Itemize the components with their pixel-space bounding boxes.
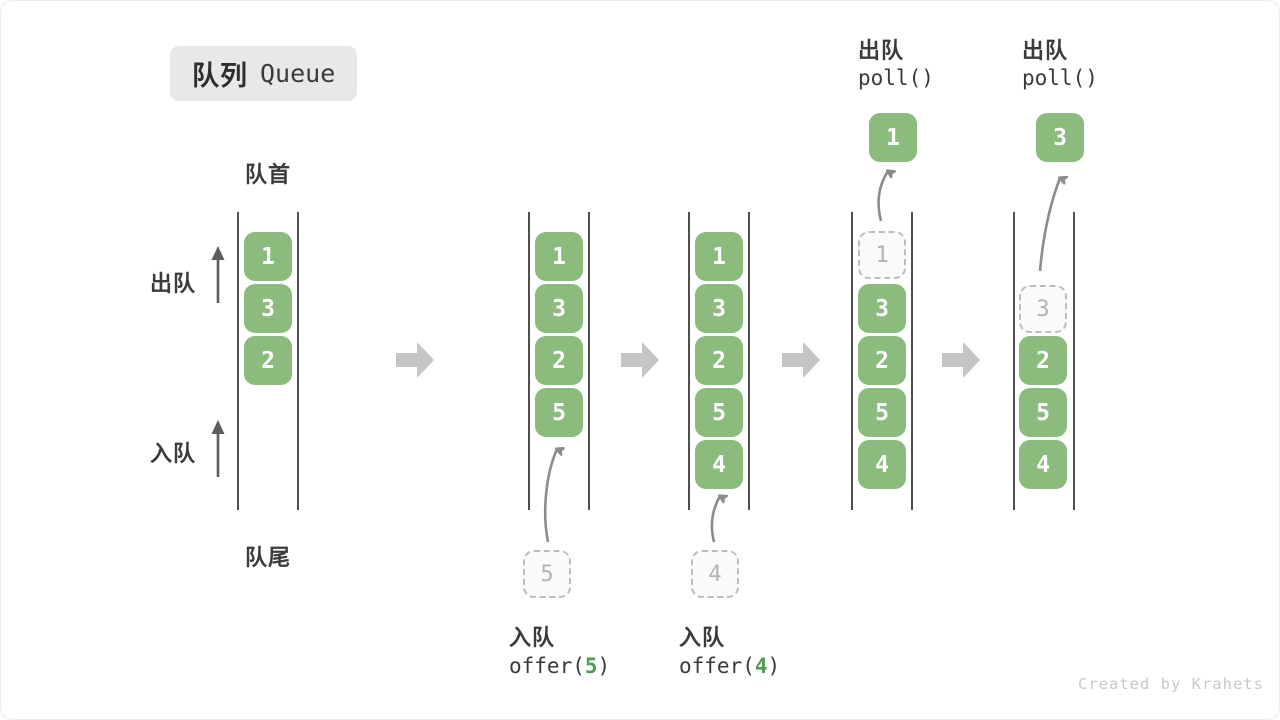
watermark-credit: Created by Krahets	[1078, 675, 1264, 693]
queue-channel-2	[528, 212, 590, 510]
queue-element: 5	[858, 388, 906, 437]
queue-element: 5	[535, 388, 583, 437]
queue-element: 1	[244, 232, 292, 281]
queue-channel-3	[688, 212, 750, 510]
removed-slot-box: 1	[858, 231, 906, 279]
dequeued-element-box: 1	[869, 113, 917, 162]
queue-element: 2	[535, 336, 583, 385]
queue-channel-4	[851, 212, 913, 510]
code-fn-close: )	[597, 654, 611, 678]
enqueue-direction-arrow-icon	[211, 420, 225, 477]
pending-element-box: 5	[523, 550, 571, 598]
queue-element: 3	[244, 284, 292, 333]
title-en: Queue	[260, 59, 336, 88]
queue-element: 1	[695, 232, 743, 281]
op-label-enqueue: 入队	[679, 625, 726, 650]
queue-element: 3	[695, 284, 743, 333]
op-label-enqueue: 入队	[509, 625, 556, 650]
title-badge: 队列 Queue	[170, 46, 358, 101]
queue-element: 2	[858, 336, 906, 385]
queue-element: 3	[858, 284, 906, 333]
queue-channel-5	[1013, 212, 1075, 510]
title-zh: 队列	[192, 61, 248, 91]
label-dequeue: 出队	[150, 271, 197, 296]
queue-element: 1	[535, 232, 583, 281]
dequeued-element-box: 3	[1036, 113, 1084, 162]
queue-element: 2	[695, 336, 743, 385]
dequeue-direction-arrow-icon	[211, 246, 225, 303]
queue-channel-1	[237, 212, 299, 510]
removed-slot-box: 3	[1019, 285, 1067, 333]
queue-element: 3	[535, 284, 583, 333]
pending-element-box: 4	[691, 550, 739, 598]
queue-element: 4	[1019, 440, 1067, 489]
queue-element: 5	[695, 388, 743, 437]
queue-element: 2	[244, 336, 292, 385]
queue-element: 5	[1019, 388, 1067, 437]
op-code-poll: poll()	[858, 66, 934, 90]
queue-element: 4	[858, 440, 906, 489]
op-code-offer-5: offer(5)	[509, 654, 610, 678]
queue-element: 4	[695, 440, 743, 489]
queue-element: 2	[1019, 336, 1067, 385]
label-queue-front: 队首	[244, 162, 291, 187]
op-label-dequeue: 出队	[1022, 38, 1069, 63]
label-enqueue: 入队	[150, 441, 197, 466]
code-arg: 4	[754, 654, 768, 678]
label-queue-rear: 队尾	[244, 545, 291, 570]
code-fn-open: offer(	[679, 654, 755, 678]
op-code-poll: poll()	[1022, 66, 1098, 90]
op-code-offer-4: offer(4)	[679, 654, 780, 678]
code-fn-open: offer(	[509, 654, 585, 678]
code-arg: 5	[584, 654, 598, 678]
code-fn-close: )	[767, 654, 781, 678]
op-label-dequeue: 出队	[858, 38, 905, 63]
